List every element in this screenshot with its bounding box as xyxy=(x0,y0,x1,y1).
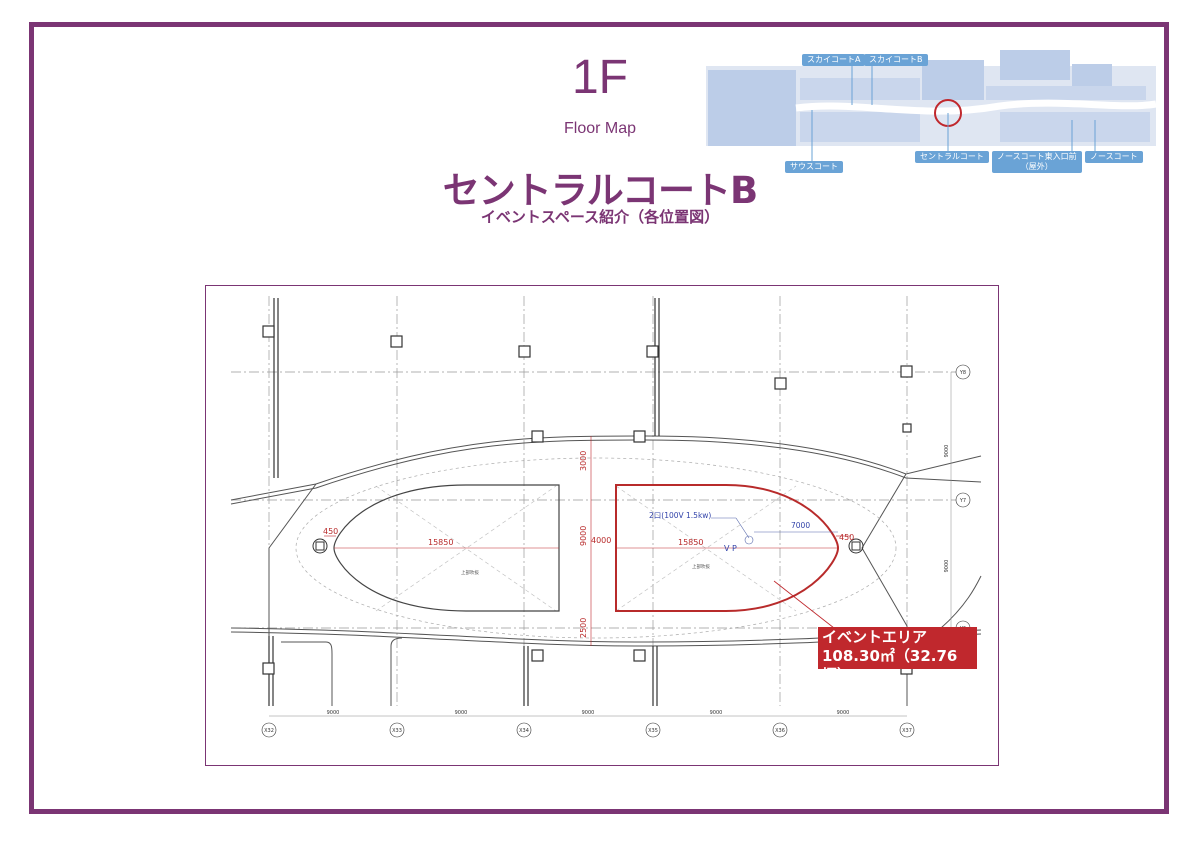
round-columns xyxy=(312,538,864,554)
dim-7000: 7000 xyxy=(791,521,810,530)
tag-sky-court-b: スカイコートB xyxy=(864,54,928,66)
minimap-shapes xyxy=(706,50,1157,162)
dim-2500: 2500 xyxy=(579,618,588,638)
dim-3000: 3000 xyxy=(579,451,588,471)
dim-450-left: 450 xyxy=(323,527,338,536)
axis-x35: X35 xyxy=(648,728,658,734)
span-3: 9000 xyxy=(582,710,595,716)
dim-450-right: 450 xyxy=(839,533,854,542)
tag-sky-court-a: スカイコートA xyxy=(802,54,866,66)
axis-x34: X34 xyxy=(519,728,529,734)
event-area-size: 108.30㎡（32.76坪） xyxy=(822,647,958,684)
page-subtitle: イベントスペース紹介（各位置図） xyxy=(480,208,720,226)
grid-lines xyxy=(231,296,961,706)
floor-caption: Floor Map xyxy=(563,120,637,137)
event-area-name: イベントエリア xyxy=(822,628,928,646)
axis-x36: X36 xyxy=(775,728,785,734)
axis-y8: Y8 xyxy=(959,370,966,376)
span-2: 9000 xyxy=(455,710,468,716)
span-1: 9000 xyxy=(327,710,340,716)
dim-9000: 9000 xyxy=(579,526,588,546)
page-frame xyxy=(29,22,1169,814)
void-label-left: 上部吹抜 xyxy=(461,569,479,576)
axis-x33: X33 xyxy=(392,728,402,734)
tag-north-court-east-sub: （屋外） xyxy=(1020,162,1053,171)
void-label-right: 上部吹抜 xyxy=(692,563,710,570)
cross-lines xyxy=(375,485,797,612)
floor-plan: 3000 9000 2500 4000 15850 15850 450 450 … xyxy=(205,285,999,766)
location-minimap: スカイコートA スカイコートB サウスコート セントラルコート ノースコート東入… xyxy=(700,50,1160,175)
columns xyxy=(268,298,660,706)
axis-y7: Y7 xyxy=(959,498,966,504)
dim-15850-left: 15850 xyxy=(428,538,453,547)
vp-label: V P xyxy=(724,544,737,553)
span-5: 9000 xyxy=(837,710,850,716)
page-title: セントラルコートB xyxy=(442,169,758,212)
floor-label: 1F xyxy=(571,51,628,104)
tag-north-court-east: ノースコート東入口前 （屋外） xyxy=(992,151,1082,173)
event-area-leader xyxy=(773,580,835,629)
event-area-badge: イベントエリア 108.30㎡（32.76坪） xyxy=(818,627,977,684)
dimension-lines xyxy=(324,436,851,646)
tag-north-court-east-label: ノースコート東入口前 xyxy=(997,152,1077,161)
vp-leader xyxy=(711,517,838,545)
tag-central-court: セントラルコート xyxy=(915,151,989,163)
axis-x37: X37 xyxy=(902,728,912,734)
outlet-label: 2口(100V 1.5kw) xyxy=(649,511,711,520)
dim-15850-right: 15850 xyxy=(678,538,703,547)
side-dim-2: 9000 xyxy=(944,560,950,573)
tag-south-court: サウスコート xyxy=(785,161,843,173)
side-dim-1: 9000 xyxy=(944,445,950,458)
axis-x: X32 X33 X34 X35 X36 X37 9000 9000 9000 9… xyxy=(261,710,915,738)
span-4: 9000 xyxy=(710,710,723,716)
axis-x32: X32 xyxy=(264,728,274,734)
floor-plan-drawing: 3000 9000 2500 4000 15850 15850 450 450 … xyxy=(230,296,982,738)
tag-north-court: ノースコート xyxy=(1085,151,1143,163)
dim-4000: 4000 xyxy=(591,536,611,545)
